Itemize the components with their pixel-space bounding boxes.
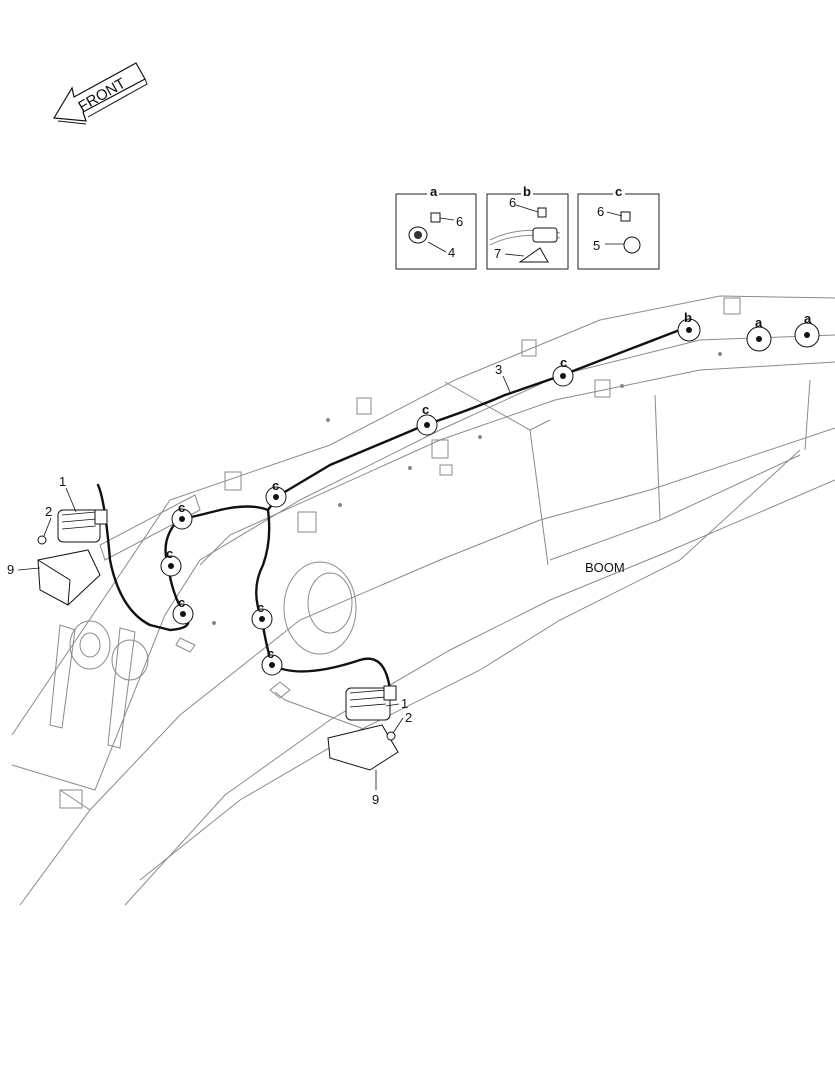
svg-text:c: c (272, 478, 279, 493)
svg-text:c: c (560, 355, 567, 370)
front-arrow-icon: FRONT (52, 62, 148, 125)
callout-bolt-left: 2 (45, 504, 52, 519)
svg-text:c: c (178, 500, 185, 515)
svg-text:a: a (430, 184, 438, 199)
svg-text:c: c (257, 600, 264, 615)
callout-lamp-right: 1 (401, 696, 408, 711)
svg-text:c: c (267, 646, 274, 661)
svg-text:c: c (178, 595, 185, 610)
clamp-b: b (677, 310, 701, 342)
detail-b-letter: b (523, 184, 531, 199)
callout-lamp-left: 1 (59, 474, 66, 489)
work-lamp-left (37, 509, 108, 606)
detail-view-b: b 6 7 (486, 184, 569, 270)
boom-label: BOOM (585, 560, 625, 575)
detail-c-part-5: 5 (593, 238, 600, 253)
clamp-a-2: a (794, 311, 820, 348)
detail-view-c: c 6 5 (577, 184, 660, 270)
detail-b-part-7: 7 (494, 246, 501, 261)
clamp-c-6: c (261, 646, 283, 676)
svg-text:b: b (684, 310, 692, 325)
detail-c-letter: c (615, 184, 622, 199)
boom-structure: BOOM (11, 295, 835, 906)
svg-text:c: c (166, 546, 173, 561)
detail-c-part-6: 6 (597, 204, 604, 219)
detail-a-part-4: 4 (448, 245, 455, 260)
detail-view-a: a a 6 4 (395, 184, 477, 270)
clamp-c-1: c (171, 500, 193, 530)
clamp-c-5: c (251, 600, 273, 630)
clamp-c-2: c (160, 546, 182, 577)
svg-text:a: a (755, 315, 763, 330)
detail-b-part-6: 6 (509, 195, 516, 210)
wiring-harness (96, 324, 692, 692)
callout-harness: 3 (495, 362, 502, 377)
svg-text:a: a (804, 311, 812, 326)
part-callouts: 3 1 2 9 1 2 9 (7, 362, 511, 807)
callout-bracket-left: 9 (7, 562, 14, 577)
work-lamp-right (327, 685, 399, 771)
callout-bolt-right: 2 (405, 710, 412, 725)
clamp-markers: c c c c c c c c b a a (160, 310, 820, 676)
clamp-c-4: c (265, 478, 287, 508)
clamp-c-3: c (172, 595, 194, 625)
clamp-c-7: c (416, 402, 438, 436)
clamp-a-1: a (746, 315, 772, 352)
clamp-c-8: c (552, 355, 574, 387)
svg-text:c: c (422, 402, 429, 417)
callout-bracket-right: 9 (372, 792, 379, 807)
detail-a-part-6: 6 (456, 214, 463, 229)
